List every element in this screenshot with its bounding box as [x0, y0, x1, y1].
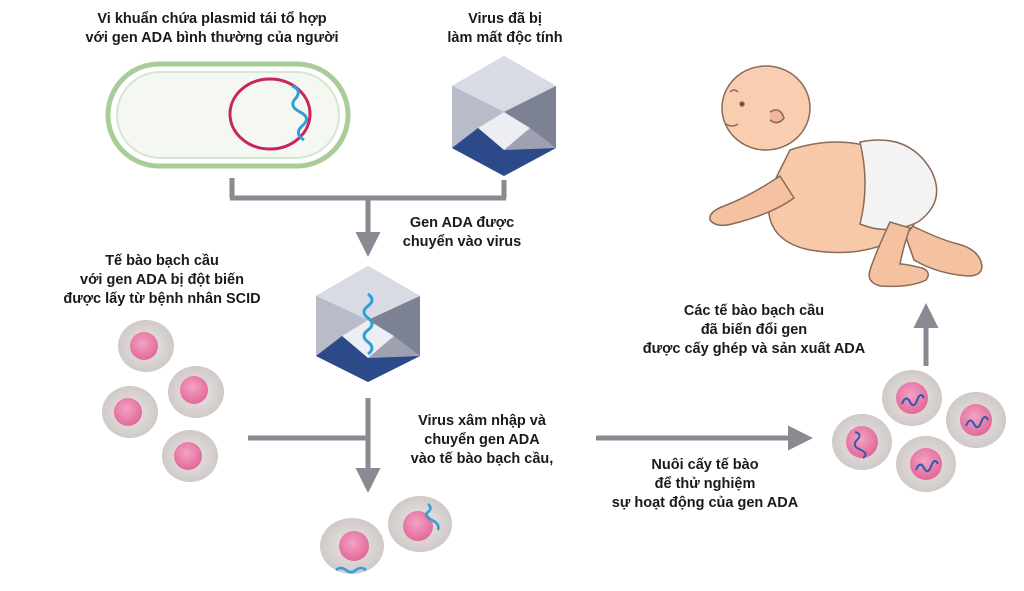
- white-cell: [102, 386, 158, 438]
- virus-disabled: [452, 56, 556, 176]
- baby-illustration: [709, 65, 983, 288]
- gene-transfer-label: Gen ADA được chuyển vào virus: [402, 215, 522, 250]
- modified-cells: [832, 370, 1006, 492]
- culture-label: Nuôi cấy tế bào để thử nghiệm sự hoạt độ…: [611, 457, 799, 511]
- bacteria-label: Vi khuẩn chứa plasmid tái tổ hợp với gen…: [85, 11, 339, 46]
- ada-gene-in-virus: [362, 292, 374, 356]
- ada-gene-in-plasmid: [291, 84, 308, 142]
- transduced-cells: [320, 496, 452, 574]
- white-cell: [320, 518, 384, 574]
- white-cell: [118, 320, 174, 372]
- bacterium: [105, 61, 351, 169]
- white-cell: [832, 414, 892, 470]
- white-cell: [946, 392, 1006, 448]
- white-cell: [168, 366, 224, 418]
- plasmid: [228, 77, 312, 151]
- virus-label: Virus đã bị làm mất độc tính: [447, 11, 563, 46]
- white-cell: [162, 430, 218, 482]
- infection-label: Virus xâm nhập và chuyển gen ADA vào tế …: [410, 413, 554, 467]
- scid-white-cells: [102, 320, 224, 482]
- white-cell: [896, 436, 956, 492]
- transplant-label: Các tế bào bạch cầu đã biến đổi gen được…: [642, 303, 866, 357]
- white-cell: [882, 370, 942, 426]
- virus-with-ada-gene: [316, 266, 420, 382]
- ada-gene: [424, 503, 440, 531]
- white-cell: [388, 496, 452, 552]
- merge-arrow: [229, 178, 507, 257]
- ada-gene: [335, 566, 367, 574]
- white-cells-label: Tế bào bạch cầu với gen ADA bị đột biến …: [63, 253, 261, 307]
